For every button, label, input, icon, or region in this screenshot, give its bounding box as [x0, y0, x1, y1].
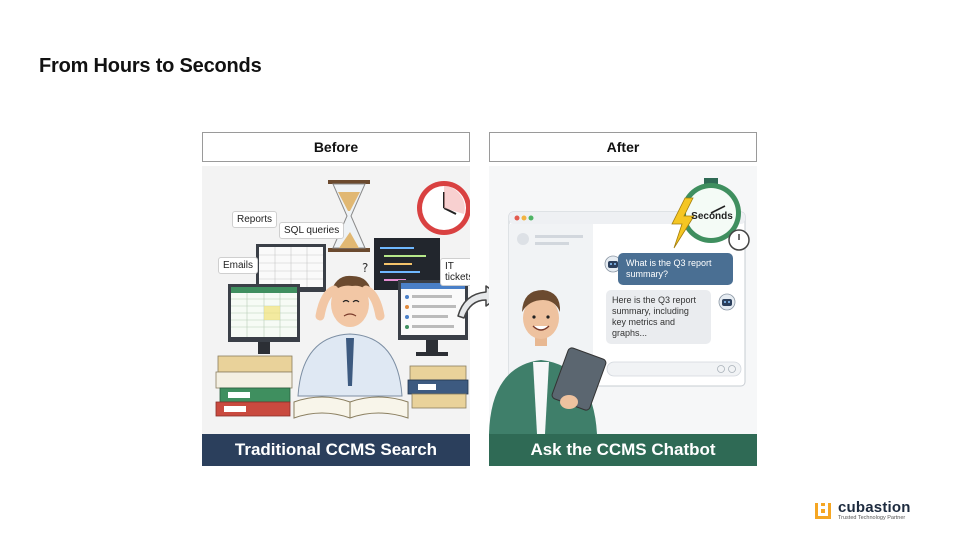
before-panel: Before	[202, 132, 470, 466]
user-question-bubble: What is the Q3 report summary?	[618, 253, 733, 285]
ticket-monitor	[398, 280, 468, 356]
emails-callout: Emails	[218, 257, 259, 274]
after-caption: Ask the CCMS Chatbot	[489, 434, 757, 466]
wall-clock-icon	[417, 181, 470, 235]
bot-avatar-icon-2	[718, 293, 736, 311]
smiling-person	[489, 290, 607, 434]
sql-queries-callout: SQL queries	[279, 222, 345, 239]
it-tickets-callout: IT tickets	[440, 258, 470, 286]
after-illustration: Seconds What is the Q3 report summary? H…	[489, 166, 757, 434]
cubastion-logo-icon	[815, 503, 831, 519]
logo-name: cubastion	[838, 499, 911, 516]
stressed-worker-scene: ?	[215, 180, 470, 419]
slide-title: From Hours to Seconds	[39, 55, 262, 77]
open-book	[293, 396, 409, 419]
svg-text:?: ?	[362, 261, 368, 275]
before-caption: Traditional CCMS Search	[202, 434, 470, 466]
binder-stack-right	[407, 365, 469, 409]
after-panel: After	[489, 132, 757, 466]
before-illustration: ? Reports	[202, 166, 470, 434]
cubastion-logo: cubastion Trusted Technology Partner	[814, 500, 911, 522]
bot-answer-bubble: Here is the Q3 report summary, including…	[606, 290, 711, 344]
reports-callout: Reports	[232, 211, 278, 228]
spacer	[447, 282, 448, 283]
logo-tagline: Trusted Technology Partner	[838, 515, 906, 521]
binder-stack-left	[215, 355, 293, 417]
hourglass-icon	[328, 180, 370, 252]
stressed-person: ?	[297, 261, 403, 397]
after-header: After	[489, 132, 757, 162]
excel-monitor	[228, 284, 300, 354]
before-header: Before	[202, 132, 470, 162]
lightning-bolt-icon	[671, 197, 695, 249]
stopwatch-icon	[681, 178, 750, 251]
timer-label: Seconds	[691, 211, 733, 222]
